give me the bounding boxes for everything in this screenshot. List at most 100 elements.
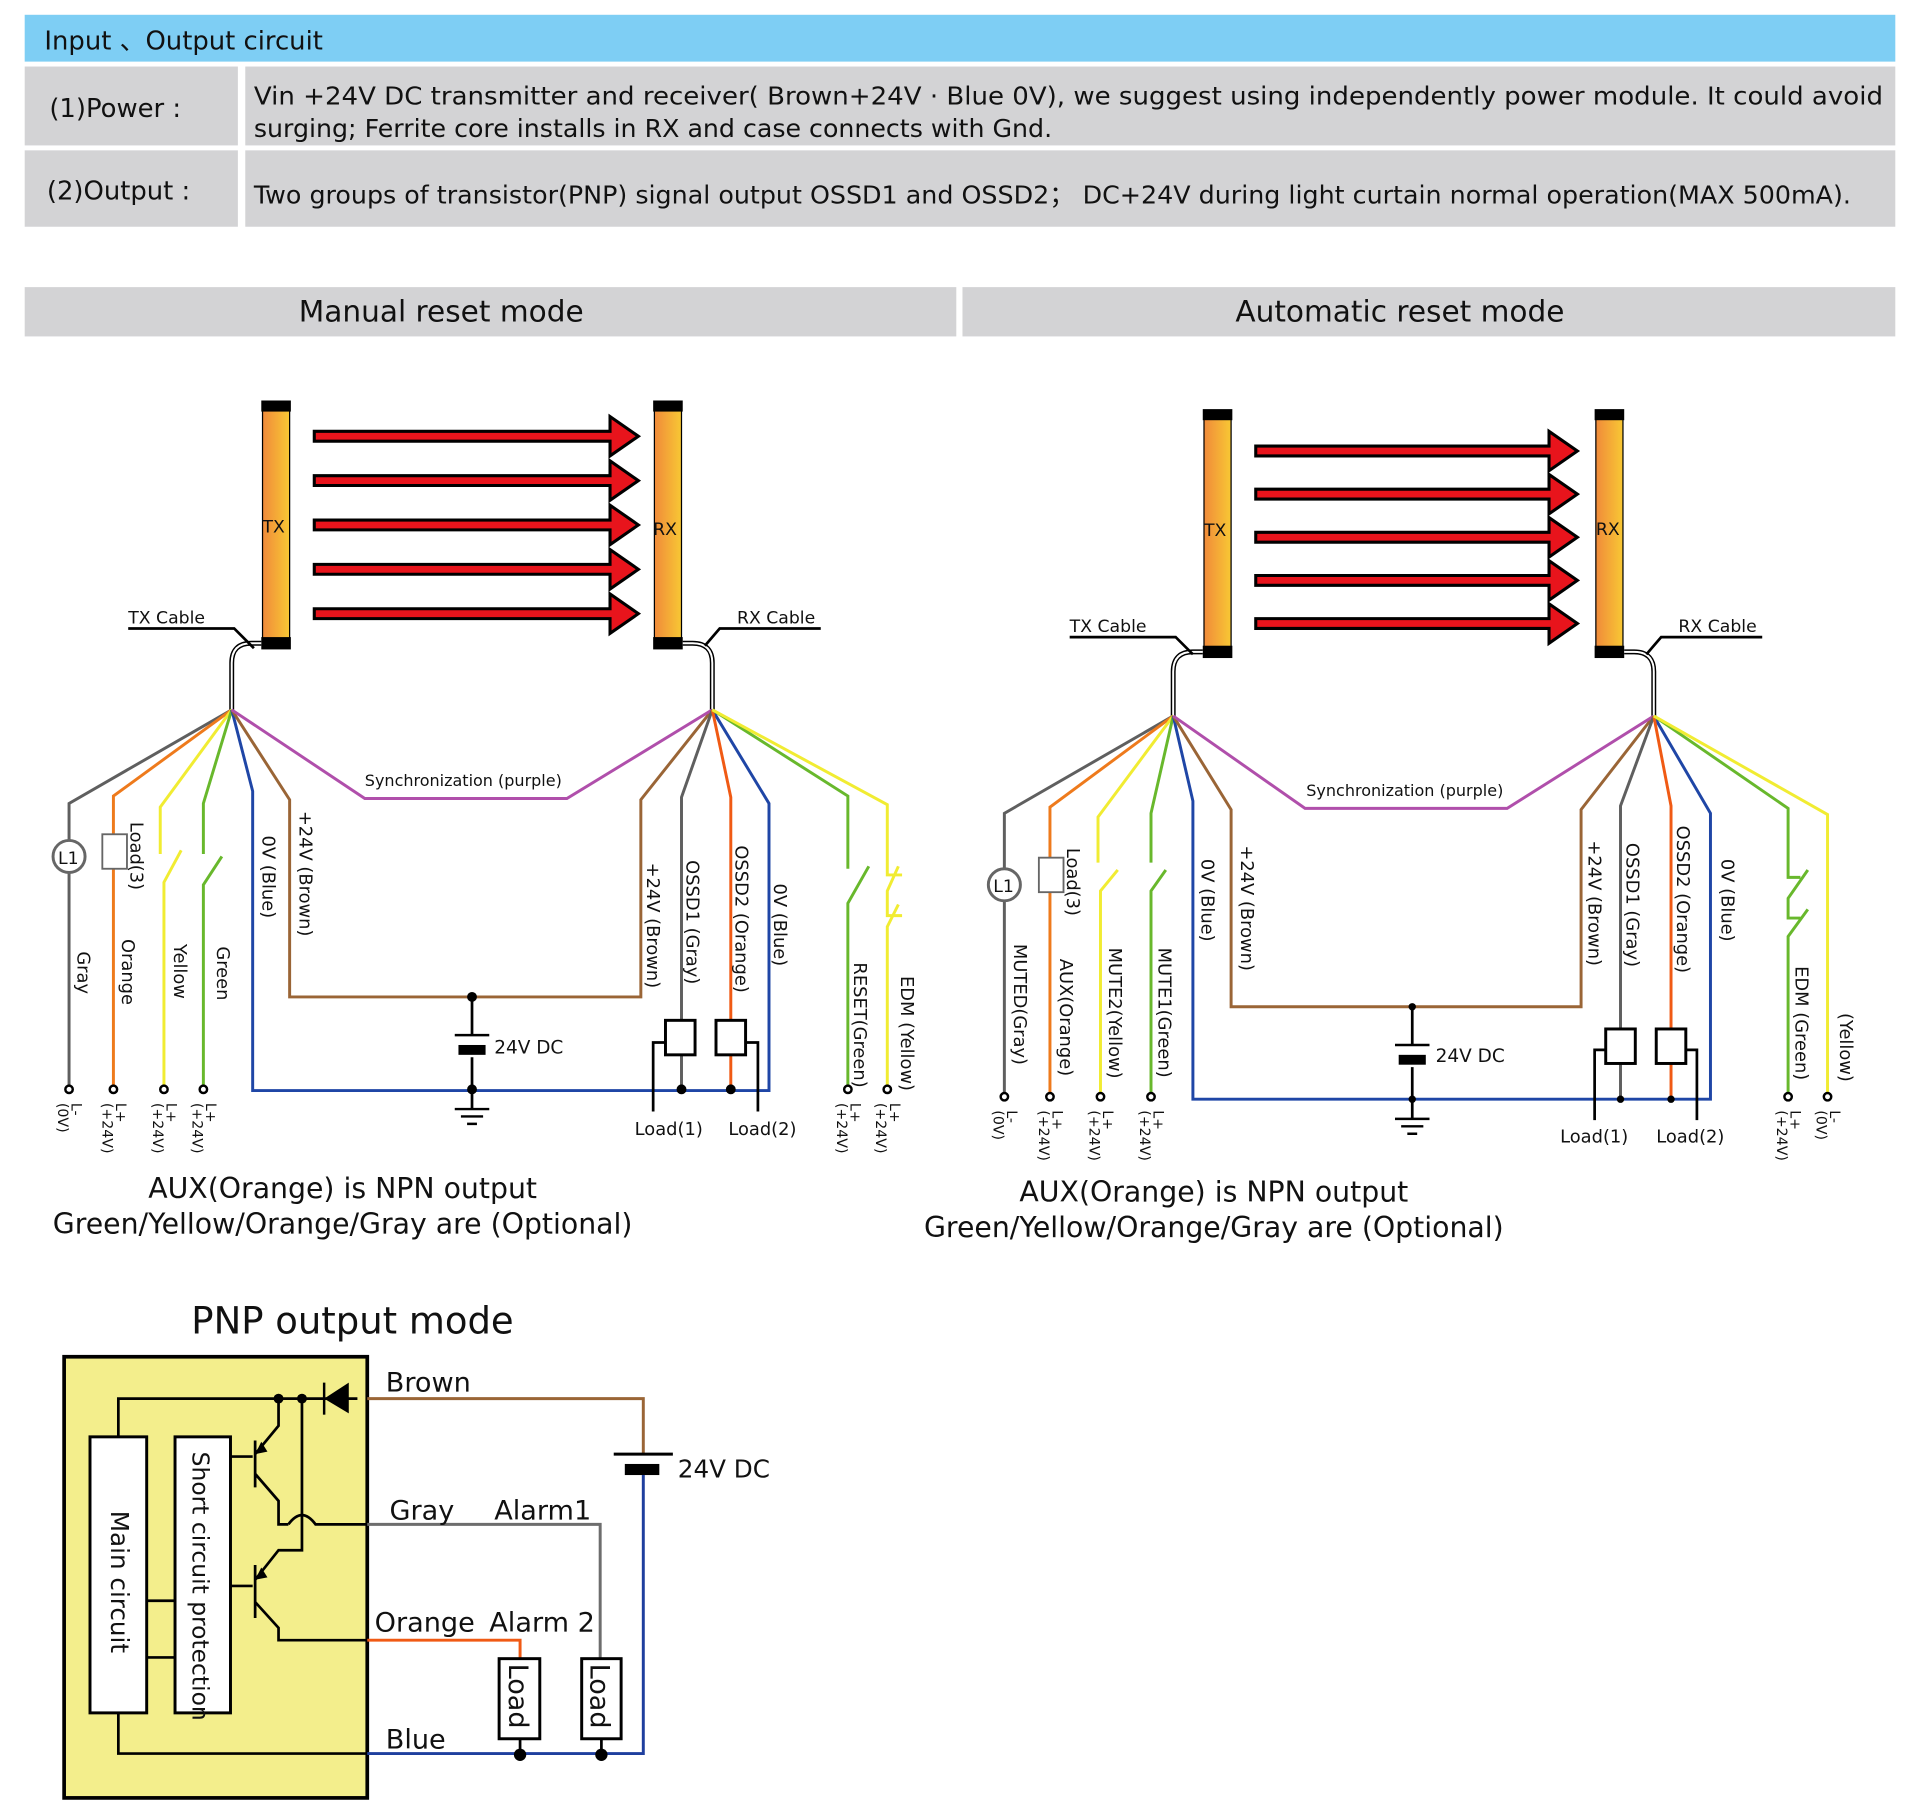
auto-label-muted: MUTED(Gray)	[1009, 944, 1030, 1065]
output-row-text: Two groups of transistor(PNP) signal out…	[253, 180, 1851, 209]
manual-label-gray: Gray	[73, 951, 94, 994]
power-row-text-bg	[245, 66, 1896, 146]
auto-rx-cap-bottom	[1594, 645, 1625, 659]
short-circuit-block	[173, 1435, 232, 1715]
auto-wire-blue	[1171, 715, 1712, 1101]
light-beam-arrow	[1254, 514, 1581, 560]
terminal[interactable]	[1146, 1091, 1156, 1102]
terminal[interactable]	[1783, 1091, 1794, 1102]
light-beam-arrow	[312, 591, 642, 637]
auto-tx-cable-leader	[1069, 635, 1194, 656]
terminal-label: L+	[112, 1103, 128, 1123]
terminal-label: (+24V)	[98, 1103, 114, 1154]
light-beam-arrow	[312, 502, 642, 548]
lamp-l1-icon	[51, 838, 87, 874]
terminal[interactable]	[64, 1084, 74, 1095]
terminal[interactable]	[1045, 1091, 1055, 1102]
auto-label-aux: AUX(Orange)	[1055, 959, 1076, 1076]
auto-rx-cable-label: RX Cable	[1678, 617, 1756, 637]
manual-tx-cable	[229, 640, 262, 710]
auto-wire-aux-orange	[1048, 714, 1175, 1095]
manual-wire-edm-yellow	[711, 708, 903, 1089]
manual-label-ossd2: OSSD2 (Orange)	[731, 845, 752, 992]
terminal[interactable]	[108, 1084, 119, 1095]
light-beam-arrow	[312, 457, 642, 504]
short-circuit-label: Short circuit protection	[186, 1452, 214, 1721]
manual-rx-bar	[653, 408, 683, 647]
light-beam-arrow	[1254, 428, 1581, 474]
terminal-label: L+	[1787, 1110, 1803, 1130]
terminal[interactable]	[882, 1084, 893, 1095]
terminal[interactable]	[1822, 1091, 1833, 1102]
light-beam-arrow	[1254, 471, 1581, 517]
manual-mode-title: Manual reset mode	[299, 295, 584, 329]
manual-wire-reset-green	[711, 708, 871, 1089]
junction-dot	[513, 1748, 527, 1761]
terminal-label: (+24V)	[1085, 1110, 1101, 1161]
load1-relay	[1604, 1027, 1637, 1065]
terminal-label: (0V)	[989, 1110, 1005, 1140]
manual-wire-purple	[230, 708, 714, 801]
auto-wire-purple	[1172, 714, 1655, 810]
terminal[interactable]	[198, 1084, 209, 1095]
manual-load2-label: Load(2)	[728, 1119, 796, 1140]
manual-lamp-label: L1	[58, 849, 79, 869]
load2-relay	[1654, 1027, 1688, 1065]
spec-table: Input 、Output circuit (1)Power : Vin +24…	[24, 14, 1896, 227]
junction-dot	[273, 1393, 284, 1404]
pnp-load-b-label: Load	[583, 1664, 614, 1729]
manual-supply-label: 24V DC	[494, 1038, 563, 1059]
terminal-label: L-	[1003, 1110, 1019, 1123]
terminal[interactable]	[999, 1091, 1010, 1102]
pnp-gray-label: Gray	[389, 1495, 454, 1526]
auto-label-ossd1: OSSD1 (Gray)	[1622, 843, 1643, 967]
pnp-alarm1-label: Alarm1	[494, 1495, 591, 1526]
auto-label-mute2: MUTE2(Yellow)	[1104, 948, 1125, 1079]
auto-note-optional: Green/Yellow/Orange/Gray are (Optional)	[924, 1211, 1504, 1244]
manual-wire-blue	[230, 709, 771, 1093]
output-row-text-bg	[245, 150, 1896, 227]
manual-sync-label: Synchronization (purple)	[365, 771, 562, 790]
terminal-label: (+24V)	[833, 1103, 849, 1154]
main-circuit-label: Main circuit	[105, 1511, 134, 1654]
terminal-label: L+	[202, 1103, 218, 1123]
auto-wire-muted-gray	[1002, 714, 1174, 1095]
junction-dot	[1408, 1095, 1416, 1103]
auto-note-npn: AUX(Orange) is NPN output	[1019, 1175, 1408, 1208]
auto-wire-mute2-yellow	[1096, 715, 1175, 1095]
battery-icon	[1398, 1054, 1426, 1065]
terminal-label: L-	[68, 1103, 84, 1116]
auto-label-load3: Load(3)	[1062, 848, 1083, 916]
spec-table-title: Input 、Output circuit	[44, 26, 322, 56]
manual-load1-label: Load(1)	[635, 1119, 703, 1140]
auto-supply-label: 24V DC	[1436, 1046, 1505, 1067]
auto-tx-cap-bottom	[1202, 645, 1233, 659]
manual-rx-cable	[682, 640, 715, 710]
auto-wire-edm-green	[1652, 714, 1810, 1097]
junction-dot	[1408, 1003, 1416, 1011]
manual-light-beams	[312, 413, 642, 637]
terminal[interactable]	[842, 1084, 853, 1095]
terminal[interactable]	[1095, 1091, 1106, 1102]
auto-label-rx-blue: 0V (Blue)	[1717, 859, 1738, 942]
output-row-label: (2)Output :	[47, 177, 190, 207]
manual-tx-label: TX	[262, 517, 286, 537]
auto-wire-mute1-green	[1149, 715, 1175, 1095]
diode-icon	[324, 1382, 349, 1414]
terminal[interactable]	[159, 1084, 169, 1095]
output-row-label-bg	[24, 150, 238, 227]
light-beam-arrow	[1254, 600, 1581, 647]
auto-rx-label: RX	[1596, 520, 1620, 540]
load3-box	[101, 833, 128, 870]
auto-wire-ossd1-gray	[1619, 715, 1656, 1097]
auto-load1-label: Load(1)	[1560, 1126, 1628, 1147]
terminal-label: L+	[162, 1103, 178, 1123]
automatic-mode-title: Automatic reset mode	[1235, 295, 1564, 329]
auto-tx-cable	[1170, 649, 1203, 716]
auto-rx-cable-leader	[1645, 635, 1763, 656]
pnp-transistor-2-icon	[253, 1398, 368, 1642]
junction-dot	[467, 1084, 477, 1095]
power-row-text-line2: surging; Ferrite core installs in RX and…	[254, 114, 1052, 143]
manual-wire-yellow	[158, 708, 233, 1089]
